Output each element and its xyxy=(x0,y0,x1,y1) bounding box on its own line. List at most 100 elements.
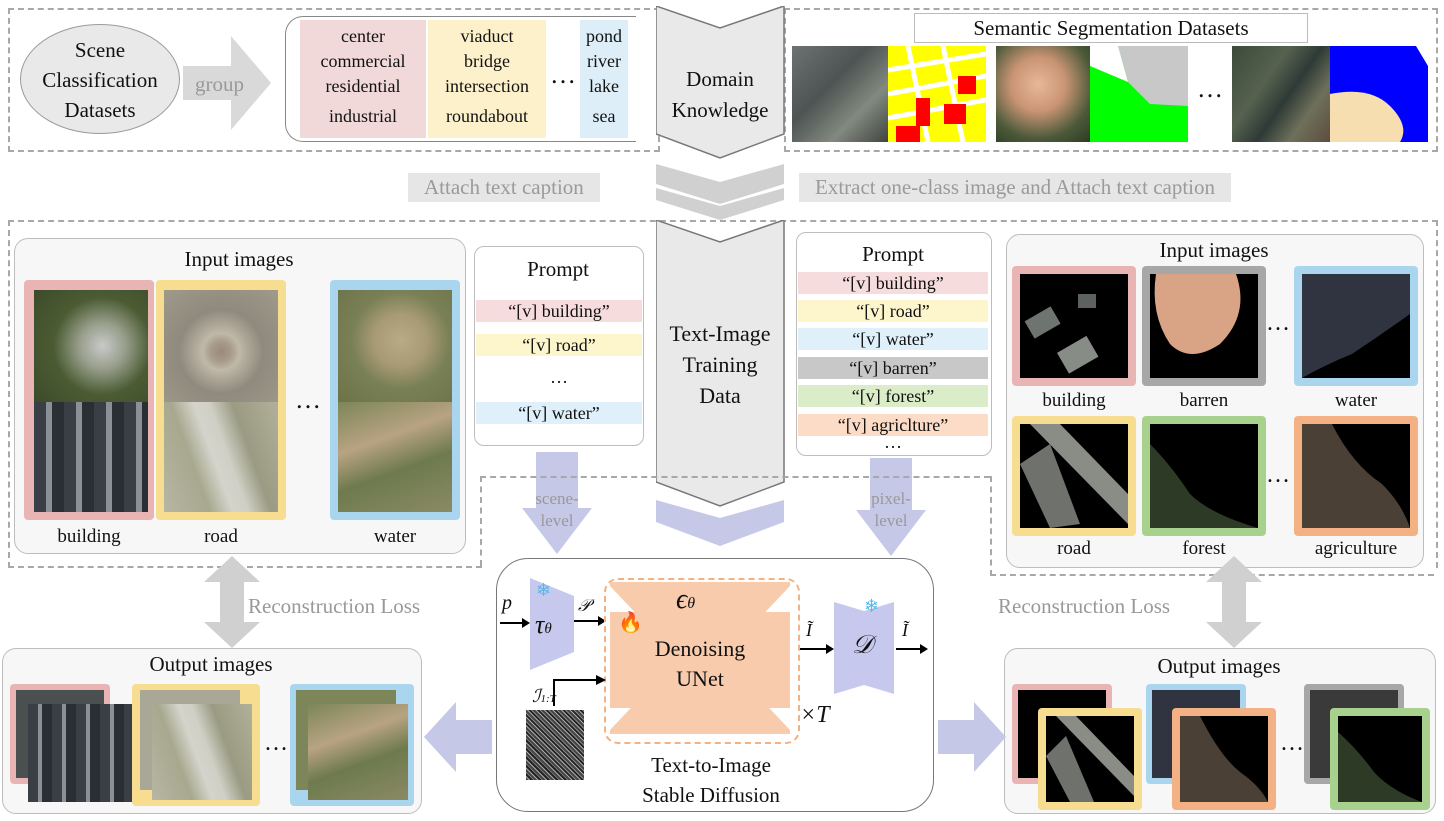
seg-image-aerial-city xyxy=(792,46,888,142)
fire-icon: 🔥 xyxy=(618,612,643,634)
right-label-water: water xyxy=(1334,390,1378,411)
right-output-arrow xyxy=(938,702,1006,772)
left-loss-double-arrow xyxy=(204,556,260,648)
left-output-ellipsis: … xyxy=(264,730,288,756)
right-input-ellipsis-bottom: … xyxy=(1266,462,1290,488)
seg-mask-barren xyxy=(1090,46,1188,142)
group-brace xyxy=(285,16,636,142)
denoising-unet-shape xyxy=(610,582,790,734)
text-image-training-data: Text-Image Training Data xyxy=(669,321,771,408)
right-region-bottom-dash xyxy=(990,574,1434,576)
right-prompt-row: “[v] agriclture” xyxy=(798,414,988,436)
left-img-road-2 xyxy=(164,402,278,512)
I-out-label: Ĩ xyxy=(902,620,908,640)
I-tilde-label: Ĩ xyxy=(806,620,812,640)
right-prompt-row: “[v] barren” xyxy=(798,357,988,379)
left-img-building-1 xyxy=(34,290,148,402)
right-img-water xyxy=(1302,274,1410,378)
right-output-ellipsis: … xyxy=(1280,730,1304,756)
left-output-arrow xyxy=(424,702,492,772)
pixel-level-arrow xyxy=(856,458,926,556)
decoder-D xyxy=(834,602,894,694)
seg-mask-buildings xyxy=(888,46,986,142)
left-prompt-row: “[v] water” xyxy=(476,402,642,424)
domain-knowledge-text: Domain Knowledge xyxy=(671,67,769,122)
encoded-P-label: 𝒫 xyxy=(578,596,591,615)
decoder-out-arrow xyxy=(896,644,928,654)
right-prompt-row: “[v] water” xyxy=(798,328,988,350)
left-label-water: water xyxy=(373,526,417,547)
group-viaduct xyxy=(428,20,546,138)
attach-text-caption-left: Attach text caption xyxy=(408,173,600,202)
pixel-level-text: pixel- level xyxy=(871,489,911,530)
right-prompt-row: “[v] building” xyxy=(798,272,988,294)
right-img-building xyxy=(1020,274,1128,378)
noise-image xyxy=(526,710,584,780)
decoder-D-label: 𝒟 xyxy=(852,630,873,659)
seg-image-river xyxy=(1232,46,1330,142)
right-prompt-list: “[v] building” “[v] road” “[v] water” “[… xyxy=(798,270,988,440)
left-prompt-row: “[v] road” xyxy=(476,334,642,356)
diffusion-dashed-right xyxy=(990,476,992,576)
right-input-images-title: Input images xyxy=(1159,238,1269,262)
group-viaduct-items: viaduct bridge intersection roundabout xyxy=(445,26,529,126)
right-img-forest xyxy=(1150,424,1258,528)
right-label-agriculture: agriculture xyxy=(1314,538,1398,559)
purple-chevron-down xyxy=(656,500,784,546)
seg-ellipsis: … xyxy=(1197,74,1223,103)
middle-dashed-region xyxy=(8,220,1438,568)
left-img-water-2 xyxy=(338,402,452,512)
left-reconstruction-loss: Reconstruction Loss xyxy=(248,594,421,618)
right-prompt-more: … xyxy=(884,432,902,452)
left-input-ellipsis: … xyxy=(295,385,321,414)
unet-dashed-box xyxy=(604,578,800,744)
right-img-road xyxy=(1020,424,1128,528)
left-prompt-title: Prompt xyxy=(527,257,589,281)
left-label-building: building xyxy=(57,526,121,547)
right-label-building: building xyxy=(1042,390,1106,411)
left-output-images-title: Output images xyxy=(149,652,273,676)
left-img-water-1 xyxy=(338,290,452,402)
right-prompt-row: “[v] road” xyxy=(798,300,988,322)
text-encoder-tau xyxy=(530,578,574,670)
scene-classification-ellipse: Scene Classification Datasets xyxy=(20,24,180,134)
right-reconstruction-loss: Reconstruction Loss xyxy=(998,594,1171,618)
left-region-bottom-dash xyxy=(8,566,482,568)
right-label-barren: barren xyxy=(1179,390,1229,411)
times-T-label: ×T xyxy=(800,702,830,728)
left-prompt-list: “[v] building” “[v] road” … “[v] water” xyxy=(476,298,642,438)
right-label-road: road xyxy=(1057,538,1091,559)
right-output-images-title: Output images xyxy=(1157,654,1281,678)
left-out-img-water-front xyxy=(308,704,408,800)
domain-knowledge-chevron xyxy=(656,6,785,159)
left-prompt-row: “[v] building” xyxy=(476,300,642,322)
denoising-unet-text: Denoising UNet xyxy=(654,636,746,691)
snowflake-icon: ❄ xyxy=(864,596,880,616)
gray-chevron-down xyxy=(656,164,784,220)
left-out-img-road-front xyxy=(152,704,252,800)
seg-mask-water xyxy=(1330,46,1428,142)
unet-out-arrow xyxy=(800,644,834,654)
right-loss-double-arrow xyxy=(1206,556,1262,648)
right-img-barren xyxy=(1150,274,1258,378)
noise-I-label: ℐ1:T xyxy=(532,686,556,706)
right-prompt-row: “[v] forest” xyxy=(798,385,988,407)
group-pond xyxy=(580,20,628,138)
left-img-road-1 xyxy=(164,290,278,402)
stable-diffusion-caption: Text-to-Image Stable Diffusion xyxy=(642,753,780,807)
text-image-chevron xyxy=(656,220,785,507)
right-prompt-title: Prompt xyxy=(862,242,924,266)
noise-arrow xyxy=(553,675,606,706)
P-arrow xyxy=(574,616,606,626)
seg-image-barren xyxy=(996,46,1090,142)
epsilon-theta-label: ϵθ xyxy=(676,584,696,615)
left-out-img-building-front xyxy=(28,704,132,802)
group-ellipsis: … xyxy=(550,60,576,89)
group-pond-items: pond river lake sea xyxy=(586,26,622,126)
left-input-images-title: Input images xyxy=(184,247,294,271)
tau-theta-label: τθ xyxy=(535,610,552,639)
p-arrow xyxy=(500,618,530,628)
right-out-img-road xyxy=(1046,716,1134,802)
diffusion-dashed-left xyxy=(480,476,482,566)
top-right-dashed-region xyxy=(784,8,1438,152)
